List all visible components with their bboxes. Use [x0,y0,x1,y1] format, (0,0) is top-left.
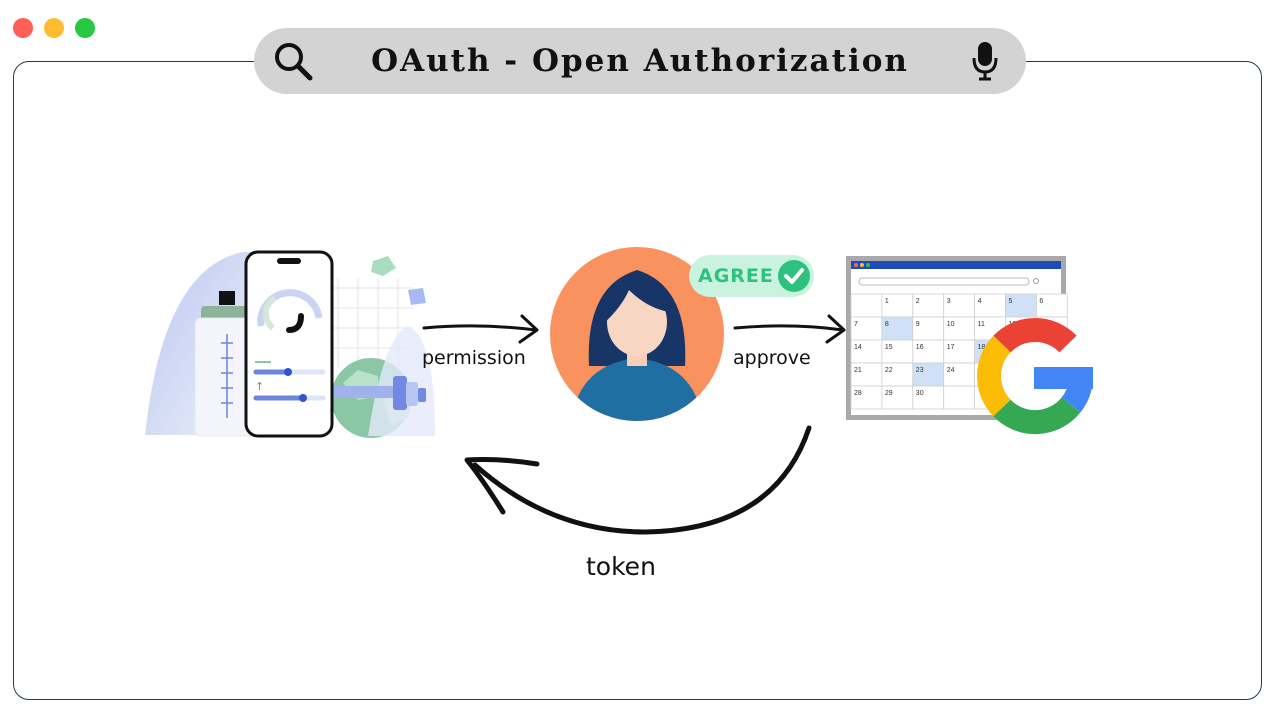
permission-arrow [420,310,544,346]
calendar-day-number: 2 [916,298,920,305]
calendar-day-number: 14 [854,344,862,351]
search-bar[interactable]: OAuth - Open Authorization [254,28,1026,94]
agree-badge-label: AGREE [698,265,774,287]
agree-badge[interactable]: AGREE [689,255,814,297]
calendar-day-number: 3 [947,298,951,305]
calendar-day-number: 17 [947,344,955,351]
calendar-day-number: 28 [854,390,862,397]
approve-label: approve [733,347,811,369]
close-window-button[interactable] [13,18,33,38]
calendar-day-number: 15 [885,344,893,351]
calendar-day-number: 24 [947,367,955,374]
token-label: token [586,552,656,581]
google-logo [972,313,1098,439]
microphone-icon[interactable] [970,40,1000,82]
minimize-window-button[interactable] [44,18,64,38]
calendar-day-cell [943,385,975,410]
fitness-app-illustration: ↑ [143,248,438,440]
user-avatar [549,246,725,422]
calendar-day-number: 18 [978,344,986,351]
calendar-day-number: 10 [947,321,955,328]
calendar-day-number: 1 [885,298,889,305]
calendar-day-number: 11 [978,321,985,328]
window-controls [13,18,95,38]
calendar-day-number: 16 [916,344,924,351]
calendar-day-number: 5 [1009,298,1013,305]
calendar-day-number: 6 [1039,298,1043,305]
approve-arrow [731,310,855,346]
calendar-day-number: 21 [854,367,862,374]
calendar-day-number: 7 [854,321,858,328]
calendar-day-number: 30 [916,390,924,397]
calendar-day-cell [850,293,883,318]
calendar-day-number: 29 [885,390,893,397]
svg-text:↑: ↑ [255,380,264,393]
page-title: OAuth - Open Authorization [371,43,909,79]
maximize-window-button[interactable] [75,18,95,38]
calendar-day-number: 23 [916,367,924,374]
token-arrow [455,420,825,545]
calendar-day-number: 4 [978,298,982,305]
calendar-day-number: 8 [885,321,889,328]
checkmark-icon [777,259,811,293]
calendar-day-number: 9 [916,321,920,328]
permission-label: permission [422,347,526,369]
calendar-day-number: 22 [885,367,893,374]
search-icon[interactable] [272,40,316,84]
